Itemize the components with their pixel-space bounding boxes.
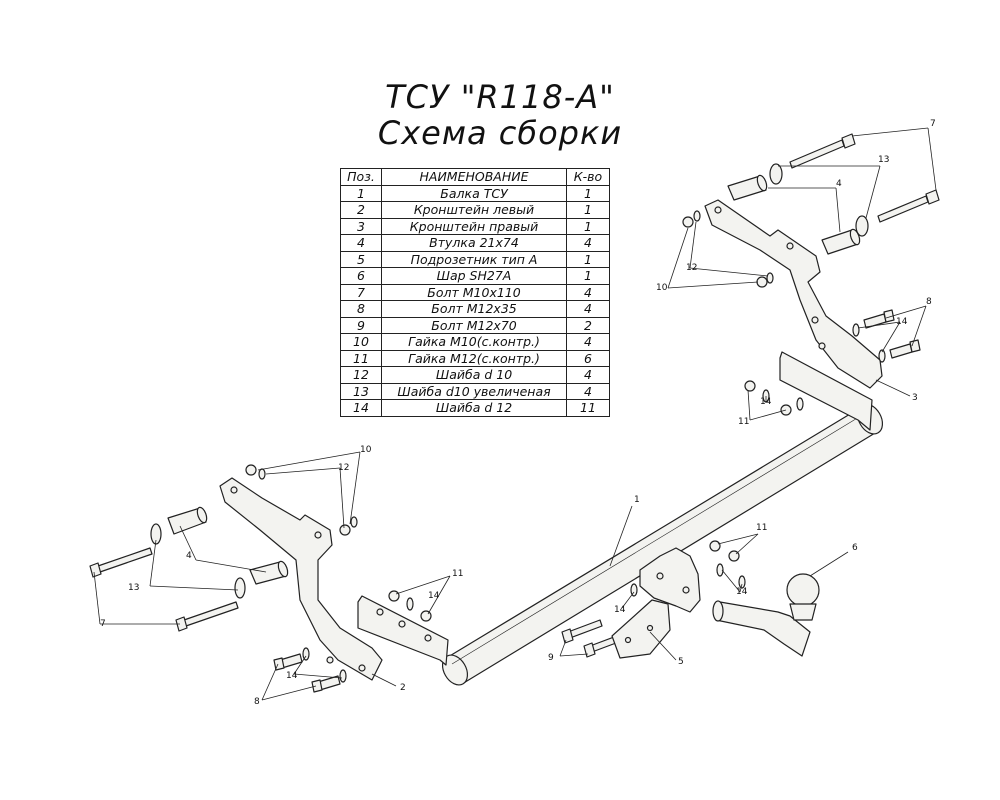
bolt-hole: [424, 634, 432, 642]
callout-8-right: 8: [926, 297, 932, 307]
washer: [350, 516, 358, 528]
nut: [756, 276, 768, 288]
callout-12-right: 12: [686, 263, 697, 273]
tow-ball: [712, 573, 820, 657]
callout-14-left: 14: [286, 671, 298, 681]
nut: [682, 216, 694, 228]
long-bolt: [89, 547, 153, 578]
nut: [388, 590, 400, 602]
long-bolt: [877, 189, 940, 223]
row-name: Подрозетник тип А: [381, 250, 567, 268]
washer: [630, 583, 638, 597]
washer: [738, 575, 746, 589]
right-sleeve-lower: [821, 228, 861, 255]
bolt-hole: [376, 608, 384, 616]
long-bolt: [789, 133, 856, 169]
callout-11-left: 11: [452, 569, 463, 579]
right-beam-plate: [779, 351, 873, 431]
callout-13-right: 13: [878, 155, 889, 165]
callout-2: 2: [400, 683, 406, 693]
tow-beam: [441, 403, 884, 686]
callout-11-mid: 11: [756, 523, 767, 533]
washer: [878, 349, 886, 363]
long-bolt: [175, 601, 239, 632]
callout-8-left: 8: [254, 697, 260, 707]
callout-1: 1: [634, 495, 640, 505]
callout-14-right-b: 14: [760, 397, 772, 407]
nut: [709, 540, 721, 552]
washer: [258, 468, 266, 480]
callout-11-right: 11: [738, 417, 749, 427]
callout-9: 9: [548, 653, 554, 663]
row-name: Кронштейн левый: [381, 201, 567, 219]
nut: [744, 380, 756, 392]
washer: [796, 397, 804, 411]
callout-14-mid-c: 14: [614, 605, 626, 615]
washer: [302, 647, 310, 661]
right-sleeve-upper: [727, 174, 768, 201]
washer: [766, 272, 774, 284]
large-washer: [769, 163, 783, 185]
callout-7-left: 7: [100, 619, 106, 629]
large-washer: [234, 577, 246, 599]
diagram-subtitle: Схема сборки: [377, 114, 623, 152]
callout-10-left: 10: [360, 445, 372, 455]
callout-3: 3: [912, 393, 918, 403]
diagram-title: ТСУ "R118-A": [385, 78, 615, 116]
washer: [339, 669, 347, 683]
parts-table-header: Поз. НАИМЕНОВАНИЕ К-во: [340, 168, 610, 186]
row-position: 11: [340, 349, 382, 367]
socket-holder: [611, 599, 671, 659]
callout-14-mid-b: 14: [736, 587, 748, 597]
callout-13-left: 13: [128, 583, 139, 593]
hitch-flange: [639, 547, 701, 613]
washer: [716, 563, 724, 577]
left-sleeve-lower: [249, 560, 289, 585]
nut: [245, 464, 257, 476]
row-quantity: 1: [566, 250, 610, 268]
header-position: Поз.: [340, 168, 382, 186]
washer: [693, 210, 701, 222]
callout-5: 5: [678, 657, 684, 667]
row-name: Втулка 21х74: [381, 234, 567, 252]
bolt-hole: [398, 620, 406, 628]
washer: [406, 597, 414, 611]
left-bracket: [219, 477, 383, 681]
row-name: Болт М12х70: [381, 316, 567, 334]
short-bolt: [273, 309, 921, 693]
callout-14-mid-a: 14: [428, 591, 440, 601]
nut: [339, 524, 351, 536]
callout-4-left: 4: [186, 551, 192, 561]
callout-14-right-a: 14: [896, 317, 908, 327]
row-name: Гайка М10(с.контр.): [381, 333, 567, 351]
large-washer: [855, 215, 869, 237]
callout-12-left: 12: [338, 463, 349, 473]
nut: [420, 610, 432, 622]
callout-6: 6: [852, 543, 858, 553]
left-sleeve-upper: [167, 506, 208, 535]
large-washer: [150, 523, 162, 545]
row-name: Шар SH27A: [381, 267, 567, 285]
leader-lines: [93, 127, 937, 701]
row-quantity: 11: [566, 399, 610, 417]
callout-7-right: 7: [930, 119, 936, 129]
callout-4-right: 4: [836, 179, 842, 189]
washer: [852, 323, 860, 337]
callout-10-right: 10: [656, 283, 668, 293]
